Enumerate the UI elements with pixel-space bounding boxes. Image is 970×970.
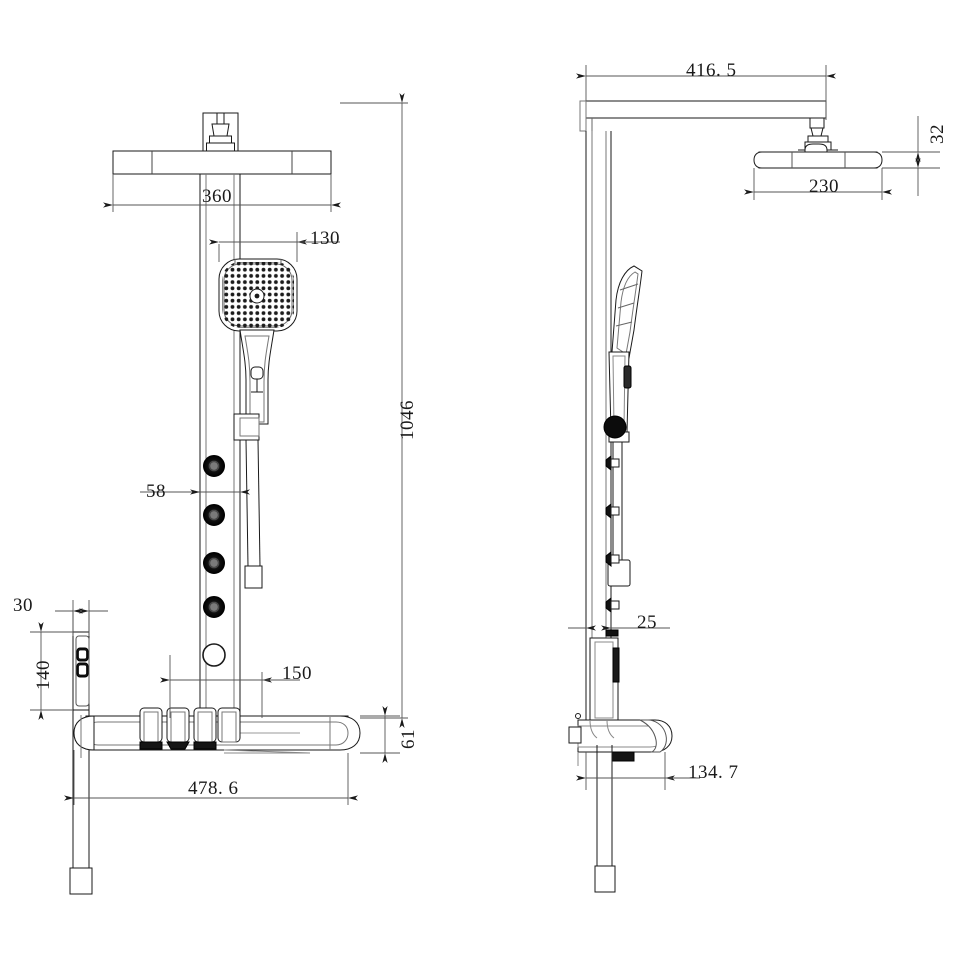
mixer-handle bbox=[166, 707, 190, 750]
dim-label-holder-offset: 30 bbox=[13, 595, 33, 616]
dim-230 bbox=[744, 168, 892, 200]
dim-416-5 bbox=[576, 65, 836, 120]
dim-label-shelf-offset: 150 bbox=[282, 663, 312, 684]
ceiling-mount-arm bbox=[202, 112, 239, 152]
shelf-end-cap bbox=[73, 715, 95, 751]
dim-130 bbox=[209, 232, 340, 262]
dim-label-hand-shower-width: 130 bbox=[310, 228, 340, 249]
mixer-body-side bbox=[589, 637, 620, 721]
dim-label-body-jet-offset: 58 bbox=[146, 481, 166, 502]
dim-label-spout-projection: 134. 7 bbox=[688, 762, 739, 783]
mixer-shelf-body bbox=[73, 707, 361, 754]
mixer-handle bbox=[193, 707, 217, 750]
dim-label-rain-head-depth: 230 bbox=[809, 176, 839, 197]
dim-label-shelf-depth-height: 61 bbox=[398, 729, 419, 749]
dim-134-7 bbox=[576, 752, 700, 790]
front-elevation-view bbox=[73, 112, 361, 754]
outlet-port-side bbox=[605, 629, 619, 637]
body-jet-side bbox=[605, 550, 620, 568]
dim-360 bbox=[103, 174, 341, 212]
riser-panel bbox=[199, 174, 241, 718]
hand-shower-head bbox=[218, 258, 298, 425]
body-jet bbox=[203, 552, 225, 574]
hand-shower-holder-detail bbox=[72, 631, 90, 711]
dimension-lines bbox=[30, 65, 940, 805]
body-jet bbox=[203, 504, 225, 526]
body-jet-side bbox=[605, 454, 620, 472]
dim-label-rain-head-thickness: 32 bbox=[927, 124, 948, 144]
body-jets bbox=[203, 455, 225, 618]
dim-label-arm-projection: 416. 5 bbox=[686, 60, 737, 81]
tub-spout-side bbox=[568, 713, 673, 766]
dim-label-holder-height: 140 bbox=[33, 660, 54, 690]
body-jets-side bbox=[605, 454, 620, 637]
dim-30 bbox=[55, 600, 108, 636]
body-jet-side bbox=[605, 502, 620, 520]
shower-hose bbox=[244, 439, 263, 589]
ceiling-mount-arm-side bbox=[579, 100, 838, 151]
riser-bar-side bbox=[594, 745, 616, 893]
dim-140 bbox=[30, 622, 73, 720]
body-jet bbox=[203, 455, 225, 477]
hand-shower-holder-side bbox=[603, 415, 630, 443]
dim-label-riser-offset: 25 bbox=[637, 612, 657, 633]
mixer-handle bbox=[139, 707, 163, 750]
rain-shower-head bbox=[112, 150, 332, 175]
dim-61 bbox=[360, 706, 400, 763]
side-elevation-view bbox=[568, 100, 883, 893]
hand-shower-holder bbox=[233, 413, 260, 441]
dim-label-rain-head-width: 360 bbox=[202, 186, 232, 207]
dim-label-shelf-overall-width: 478. 6 bbox=[188, 778, 239, 799]
body-jet-side bbox=[605, 596, 620, 614]
dim-150 bbox=[160, 655, 300, 718]
dim-label-overall-height: 1046 bbox=[397, 400, 418, 440]
outlet-port bbox=[202, 643, 226, 667]
left-detail-view bbox=[69, 610, 95, 895]
body-jet bbox=[203, 596, 225, 618]
mixer-handle bbox=[217, 707, 241, 743]
dim-478-6 bbox=[64, 750, 358, 805]
rain-shower-head-side bbox=[753, 143, 883, 169]
dim-32 bbox=[882, 116, 940, 196]
hand-shower-head-side bbox=[608, 265, 643, 433]
